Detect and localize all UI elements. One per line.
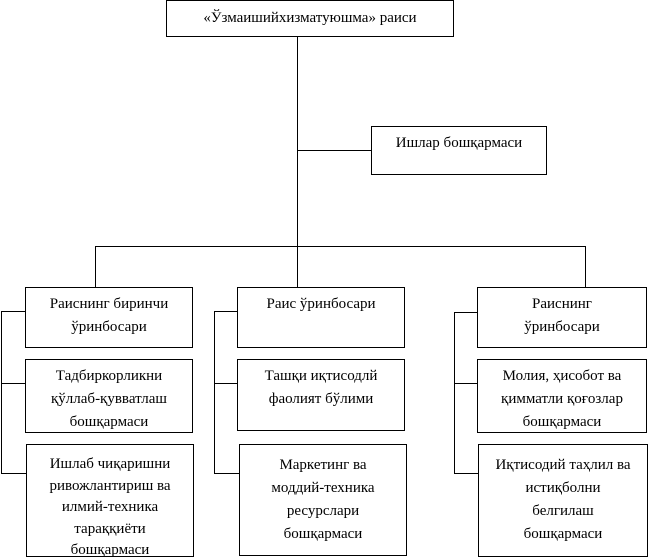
unit-box: Ташқи иқтисодлй фаолият бўлими xyxy=(237,359,405,431)
deputy-box-col3: Раиснинг ўринбосари xyxy=(477,287,647,348)
root-label: «Ўзмаишийхизматуюшма» раиси xyxy=(203,10,417,26)
bracket-tick xyxy=(1,383,25,384)
box-line: бошқармаси xyxy=(283,526,363,542)
box-line: фаолият бўлими xyxy=(268,391,374,407)
box-line: Раиснинг xyxy=(532,296,592,312)
box-line: илмий-техника xyxy=(61,499,159,515)
box-line: бошқармаси xyxy=(69,414,149,430)
box-line: моддий-техника xyxy=(271,480,375,496)
unit-box: Тадбиркорликни қўллаб-қувватлаш бошқарма… xyxy=(25,359,193,433)
box-line: Тадбиркорликни xyxy=(55,368,163,384)
box-line: тараққиёти xyxy=(74,520,146,537)
deputy-box-col2: Раис ўринбосари xyxy=(237,287,405,348)
box-line: ўринбосари xyxy=(71,319,147,335)
deputy-box-col1: Раиснинг биринчи ўринбосари xyxy=(25,287,193,348)
bracket-tick xyxy=(454,473,478,474)
box-line: Маркетинг ва xyxy=(279,457,367,473)
bracket-tick xyxy=(214,473,239,474)
staff-box: Ишлар бошқармаси xyxy=(371,126,547,175)
unit-box: Ишлаб чиқаришни ривожлантириш ва илмий-т… xyxy=(26,444,194,558)
box-line: ўринбосари xyxy=(524,319,600,335)
box-line: Ташқи иқтисодлй xyxy=(264,368,378,384)
bracket-tick xyxy=(214,311,237,312)
box-line: белгилаш xyxy=(532,503,594,519)
box-line: қўллаб-қувватлаш xyxy=(51,391,167,407)
bracket-tick xyxy=(214,383,237,384)
box-line: Ишлаб чиқаришни xyxy=(49,456,171,472)
box-line: Иқтисодий таҳлил ва xyxy=(495,457,631,473)
box-line: бошқармаси xyxy=(522,414,602,430)
connector-drop-right xyxy=(585,246,586,287)
bracket-col1 xyxy=(1,311,2,474)
connector-main-trunk xyxy=(297,36,298,287)
connector-drop-left xyxy=(95,246,96,287)
box-line: бошқармаси xyxy=(70,542,150,558)
bracket-tick xyxy=(1,311,25,312)
box-line: қимматли қоғозлар xyxy=(501,391,623,407)
box-line: ривожлантириш ва xyxy=(49,477,171,494)
unit-box: Маркетинг ва моддий-техника ресурслари б… xyxy=(239,444,407,556)
box-line: Молия, ҳисобот ва xyxy=(502,368,622,384)
connector-horizontal-bus xyxy=(95,246,586,247)
box-line: Раис ўринбосари xyxy=(266,296,376,312)
bracket-tick xyxy=(454,383,477,384)
root-box: «Ўзмаишийхизматуюшма» раиси xyxy=(166,0,454,37)
unit-box: Молия, ҳисобот ва қимматли қоғозлар бошқ… xyxy=(477,359,647,433)
bracket-col3 xyxy=(454,312,455,474)
staff-label: Ишлар бошқармаси xyxy=(395,135,523,151)
bracket-tick xyxy=(454,312,477,313)
bracket-tick xyxy=(1,473,26,474)
connector-staff xyxy=(297,150,371,151)
box-line: ресурслари xyxy=(286,503,360,519)
box-line: Раиснинг биринчи xyxy=(49,296,169,312)
box-line: истиқболни xyxy=(525,480,601,496)
unit-box: Иқтисодий таҳлил ва истиқболни белгилаш … xyxy=(478,444,648,557)
bracket-col2 xyxy=(214,311,215,474)
box-line: бошқармаси xyxy=(523,526,603,542)
